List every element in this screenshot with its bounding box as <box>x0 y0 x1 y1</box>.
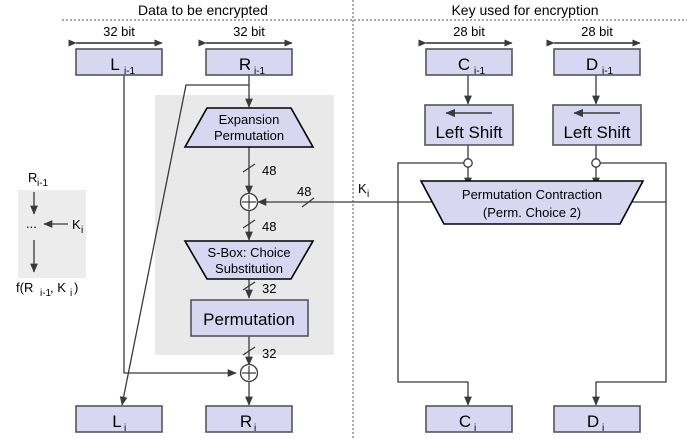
junction-dot-d <box>591 158 601 168</box>
legend-region <box>18 190 86 278</box>
block-c-prev-sub: i-1 <box>474 66 486 77</box>
block-r-prev-label: R <box>239 55 251 74</box>
width-expansion-out: 48 <box>262 163 276 178</box>
xor-round <box>239 192 259 212</box>
block-c-prev-label: C <box>458 55 470 74</box>
block-r-prev-sub: i-1 <box>254 66 266 77</box>
block-permutation[interactable]: Permutation <box>190 299 309 337</box>
wire-junction1-to-cout <box>397 162 472 406</box>
block-d-prev-sub: i-1 <box>602 66 614 77</box>
block-r-out-sub: i <box>254 423 256 434</box>
block-d-out-label: D <box>587 412 599 431</box>
bit-label-c: 28 bit <box>453 24 485 39</box>
width-key-in: 48 <box>297 184 311 199</box>
expansion-label-line2: Permutation <box>214 128 284 143</box>
width-sbox-out: 32 <box>262 281 276 296</box>
block-left-shift-d[interactable]: Left Shift <box>552 104 642 146</box>
left-shift-c-label: Left Shift <box>435 123 502 142</box>
sbox-label-line1: S-Box: Choice <box>207 245 290 260</box>
legend-input-sub: i-1 <box>37 178 49 189</box>
block-r-out[interactable]: R i <box>205 405 293 434</box>
legend-dots: ... <box>26 216 37 231</box>
block-l-out-label: L <box>112 412 121 431</box>
legend-func-prefix: f(R <box>16 280 33 295</box>
perm-contraction-line2: (Perm. Choice 2) <box>483 205 581 220</box>
block-l-prev-sub: i-1 <box>124 66 136 77</box>
block-d-out-sub: i <box>602 423 604 434</box>
tick-exp-out <box>242 163 256 173</box>
block-sbox[interactable]: S-Box: Choice Substitution <box>183 240 315 280</box>
block-c-out-sub: i <box>474 423 476 434</box>
block-l-prev[interactable]: L i-1 <box>75 48 163 77</box>
wire-lprev-to-xor <box>123 75 237 377</box>
legend-func-sub1: i-1 <box>40 288 52 299</box>
expansion-label-line1: Expansion <box>219 112 280 127</box>
bit-label-r: 32 bit <box>233 24 265 39</box>
block-l-out[interactable]: L i <box>75 405 163 434</box>
block-r-out-label: R <box>240 412 252 431</box>
wire-junction2-to-dout <box>592 162 667 406</box>
bit-label-d: 28 bit <box>581 24 613 39</box>
legend: R i-1 ... K i f(R i-1 , K i ) <box>16 170 83 299</box>
legend-func-sub2: i <box>70 288 72 299</box>
block-c-out-label: C <box>459 412 471 431</box>
tick-perm-out <box>242 346 256 356</box>
junction-dot-c <box>463 158 473 168</box>
block-expansion-permutation[interactable]: Expansion Permutation <box>183 107 315 148</box>
block-c-prev[interactable]: C i-1 <box>425 48 513 77</box>
permutation-label: Permutation <box>203 310 295 329</box>
legend-func-suffix: ) <box>74 280 78 295</box>
title-data: Data to be encrypted <box>138 2 268 18</box>
key-label-sub: i <box>367 189 369 200</box>
block-permutation-contraction[interactable]: Permutation Contraction (Perm. Choice 2) <box>419 180 645 225</box>
wire-rprev-to-lout <box>119 75 250 406</box>
block-l-prev-label: L <box>110 55 119 74</box>
block-d-prev[interactable]: D i-1 <box>553 48 641 77</box>
legend-key-label: K <box>72 217 81 232</box>
tick-sbox-out <box>242 281 256 291</box>
block-c-out[interactable]: C i <box>425 405 513 434</box>
legend-key-sub: i <box>81 225 83 236</box>
title-key: Key used for encryption <box>451 2 598 18</box>
block-left-shift-c[interactable]: Left Shift <box>424 104 514 146</box>
legend-input-label: R <box>28 170 37 185</box>
key-label-text: K <box>358 181 367 196</box>
block-r-prev[interactable]: R i-1 <box>205 48 293 77</box>
key-label: K i <box>358 181 369 200</box>
legend-func-mid: , K <box>50 280 66 295</box>
block-d-prev-label: D <box>586 55 598 74</box>
perm-contraction-line1: Permutation Contraction <box>462 187 602 202</box>
tick-xor-out <box>242 219 256 229</box>
sbox-label-line2: Substitution <box>215 261 283 276</box>
left-shift-d-label: Left Shift <box>563 123 630 142</box>
block-l-out-sub: i <box>124 423 126 434</box>
bit-label-l: 32 bit <box>103 24 135 39</box>
width-permutation-out: 32 <box>262 346 276 361</box>
tick-key-in <box>301 197 315 208</box>
block-d-out[interactable]: D i <box>553 405 641 434</box>
width-xor-out: 48 <box>262 219 276 234</box>
xor-output <box>239 363 259 383</box>
